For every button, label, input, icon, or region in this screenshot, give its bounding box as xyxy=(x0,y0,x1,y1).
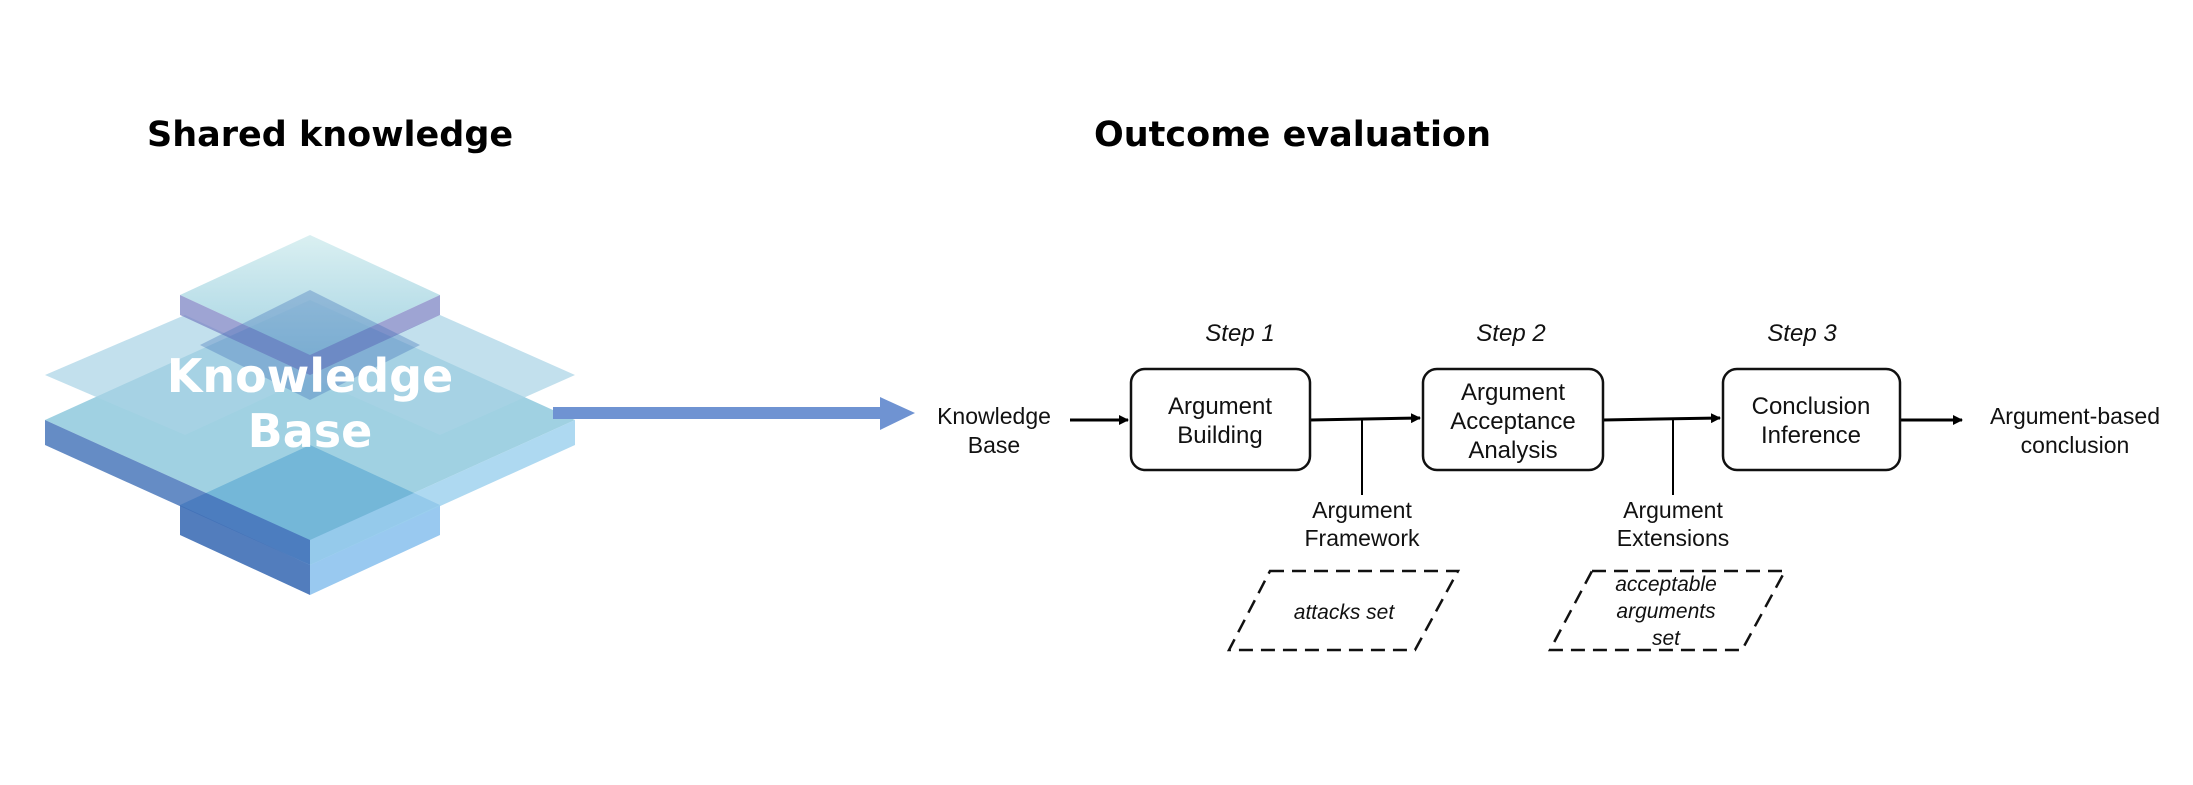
kb-icon-line2: Base xyxy=(248,404,373,458)
flow-arrow-3 xyxy=(1602,413,1721,424)
flow-arrow-2 xyxy=(1309,413,1421,424)
input-knowledge-base-line1: Knowledge xyxy=(937,403,1051,429)
conclusion-inference-line2: Inference xyxy=(1761,422,1861,449)
acceptable-arguments-note: acceptable arguments set xyxy=(1547,569,1788,652)
argument-building-box: Argument Building xyxy=(1129,367,1312,472)
acceptable-line1: acceptable xyxy=(1615,573,1717,596)
step-2-label: Step 2 xyxy=(1476,320,1545,347)
extensions-line1: Argument xyxy=(1623,497,1723,523)
argument-acceptance-line1: Argument xyxy=(1461,379,1565,406)
heading-shared-knowledge: Shared knowledge xyxy=(147,115,514,155)
step-1-label: Step 1 xyxy=(1205,320,1274,347)
acceptable-line3: set xyxy=(1652,627,1681,650)
kb-icon-line1: Knowledge xyxy=(167,349,454,403)
output-line1: Argument-based xyxy=(1990,403,2160,429)
conclusion-inference-line1: Conclusion xyxy=(1752,393,1871,420)
attacks-set-text: attacks set xyxy=(1294,601,1396,624)
output-line2: conclusion xyxy=(2021,432,2130,458)
acceptable-line2: arguments xyxy=(1616,600,1716,623)
heading-outcome-evaluation: Outcome evaluation xyxy=(1094,115,1491,155)
connector-arrow xyxy=(553,397,915,430)
argument-acceptance-line2: Acceptance xyxy=(1450,408,1575,435)
extensions-line2: Extensions xyxy=(1617,525,1730,551)
framework-line1: Argument xyxy=(1312,497,1412,523)
argument-acceptance-box: Argument Acceptance Analysis xyxy=(1421,367,1605,472)
framework-line2: Framework xyxy=(1304,525,1420,551)
step-3-label: Step 3 xyxy=(1767,320,1837,347)
attacks-set-note: attacks set xyxy=(1226,569,1461,652)
argument-building-line2: Building xyxy=(1177,422,1262,449)
input-knowledge-base-line2: Base xyxy=(968,432,1020,458)
argument-building-line1: Argument xyxy=(1168,393,1272,420)
argument-acceptance-line3: Analysis xyxy=(1468,437,1557,464)
stacked-layers-icon: Knowledge Base xyxy=(45,235,575,595)
conclusion-inference-box: Conclusion Inference xyxy=(1721,367,1902,472)
